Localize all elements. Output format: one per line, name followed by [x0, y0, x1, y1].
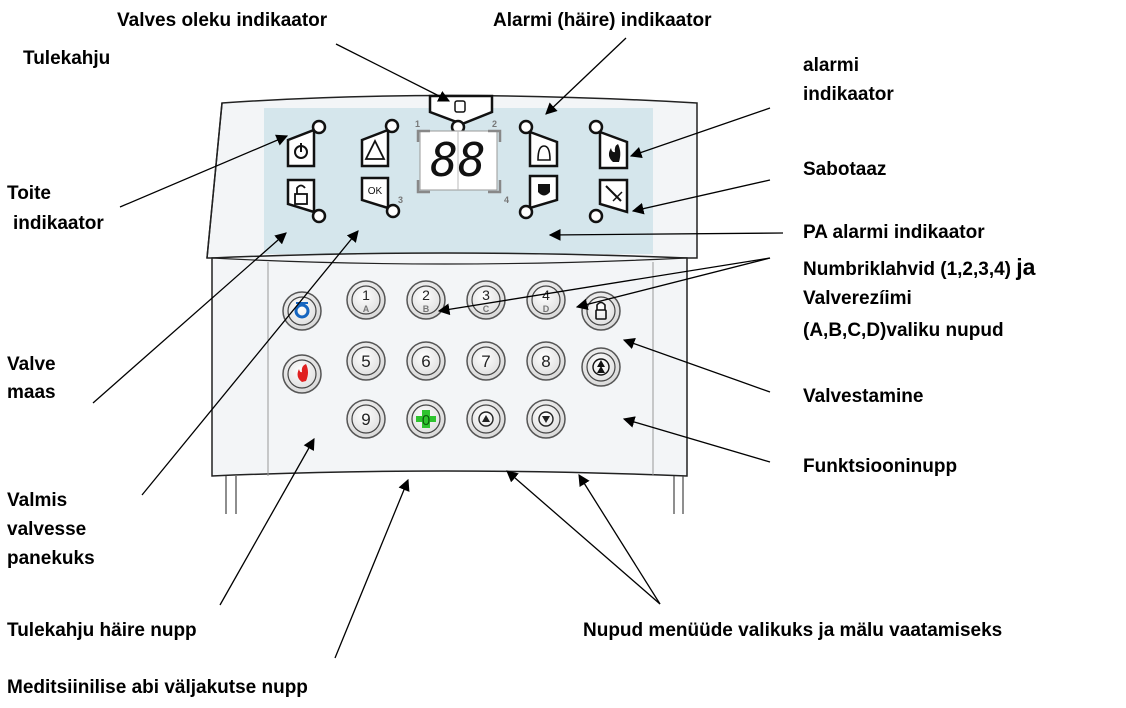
label-numbriklahvid-text: Numbriklahvid (1,2,3,4): [803, 259, 1017, 280]
svg-text:9: 9: [361, 410, 370, 429]
fire-alarm-key[interactable]: [282, 354, 322, 394]
label-sabotaaz: Sabotaaz: [803, 159, 887, 180]
key-5[interactable]: 5: [346, 341, 386, 381]
label-meditsiinilise-abi: Meditsiinilise abi väljakutse nupp: [7, 677, 308, 698]
label-funktsiooninupp: Funktsiooninupp: [803, 456, 958, 477]
zone-number-2: 2: [492, 119, 497, 129]
unlocked-padlock-icon: [286, 178, 327, 224]
svg-text:6: 6: [421, 352, 430, 371]
svg-text:3: 3: [482, 287, 490, 303]
zone-number-4: 4: [504, 195, 509, 205]
label-numbriklahvid: Numbriklahvid (1,2,3,4) ja: [803, 256, 1035, 281]
arm-mode-key[interactable]: [581, 291, 621, 331]
label-toite-indikaator: indikaator: [13, 213, 104, 234]
key-6[interactable]: 6: [406, 341, 446, 381]
key-7[interactable]: 7: [466, 341, 506, 381]
keypad-housing-bottom: [211, 252, 688, 477]
svg-text:7: 7: [481, 352, 490, 371]
svg-text:8: 8: [541, 352, 550, 371]
armed-status-indicator: [428, 94, 494, 135]
key-9[interactable]: 9: [346, 399, 386, 439]
shield-icon: [518, 174, 559, 220]
label-valve: Valve: [7, 354, 56, 375]
down-arrow-key[interactable]: [526, 399, 566, 439]
label-valiku-nupud: (A,B,C,D)valiku nupud: [803, 320, 1004, 341]
label-valmis: Valmis: [7, 490, 68, 511]
key-2[interactable]: 2 B: [406, 280, 446, 320]
zone-number-3: 3: [398, 195, 403, 205]
svg-text:B: B: [423, 304, 430, 314]
svg-text:2: 2: [422, 287, 430, 303]
key-8[interactable]: 8: [526, 341, 566, 381]
label-tulekahju-haire-nupp: Tulekahju häire nupp: [7, 620, 197, 641]
svg-text:0: 0: [422, 412, 430, 429]
svg-text:A: A: [363, 304, 370, 314]
svg-text:C: C: [483, 304, 490, 314]
display-digits: 88: [430, 133, 485, 187]
label-valvesse: valvesse: [7, 519, 87, 540]
ok-icon: OK: [360, 176, 401, 219]
svg-text:OK: OK: [368, 186, 383, 197]
key-4[interactable]: 4 D: [526, 280, 566, 320]
warning-triangle-icon: [360, 118, 400, 168]
svg-text:D: D: [543, 304, 550, 314]
label-alarmi-indikaator: indikaator: [803, 84, 894, 105]
arming-key[interactable]: [581, 347, 621, 387]
key-1[interactable]: 1 A: [346, 280, 386, 320]
bell-icon: [518, 119, 559, 168]
label-nupud-menuude: Nupud menüüde valikuks ja mälu vaatamise…: [583, 620, 1003, 641]
svg-text:1: 1: [362, 287, 370, 303]
label-maas: maas: [7, 382, 56, 403]
label-valves-oleku-indikaator: Valves oleku indikaator: [117, 10, 328, 31]
label-tulekahju: Tulekahju: [23, 48, 111, 69]
label-numbriklahvid-ja: ja: [1016, 254, 1036, 280]
seven-segment-display: 88 1 2 3 4: [398, 119, 509, 205]
zone-number-1: 1: [415, 119, 420, 129]
up-arrow-key[interactable]: [466, 399, 506, 439]
power-icon: [286, 119, 327, 168]
medical-key[interactable]: [282, 291, 322, 331]
fire-icon: [588, 119, 629, 170]
label-pa-alarmi-indikaator: PA alarmi indikaator: [803, 222, 985, 243]
svg-text:4: 4: [542, 287, 550, 303]
label-alarmi: alarmi: [803, 55, 859, 76]
label-alarmi-haire-indikaator: Alarmi (häire) indikaator: [493, 10, 712, 31]
tamper-icon: [588, 178, 629, 224]
svg-text:5: 5: [361, 352, 370, 371]
label-valverezhiimi: Valverezíimi: [803, 288, 912, 309]
label-panekuks: panekuks: [7, 548, 95, 569]
annotation-lines: [92, 37, 784, 659]
label-toite: Toite: [7, 183, 51, 204]
key-3[interactable]: 3 C: [466, 280, 506, 320]
key-0[interactable]: 0: [406, 399, 446, 439]
label-valvestamine: Valvestamine: [803, 386, 924, 407]
